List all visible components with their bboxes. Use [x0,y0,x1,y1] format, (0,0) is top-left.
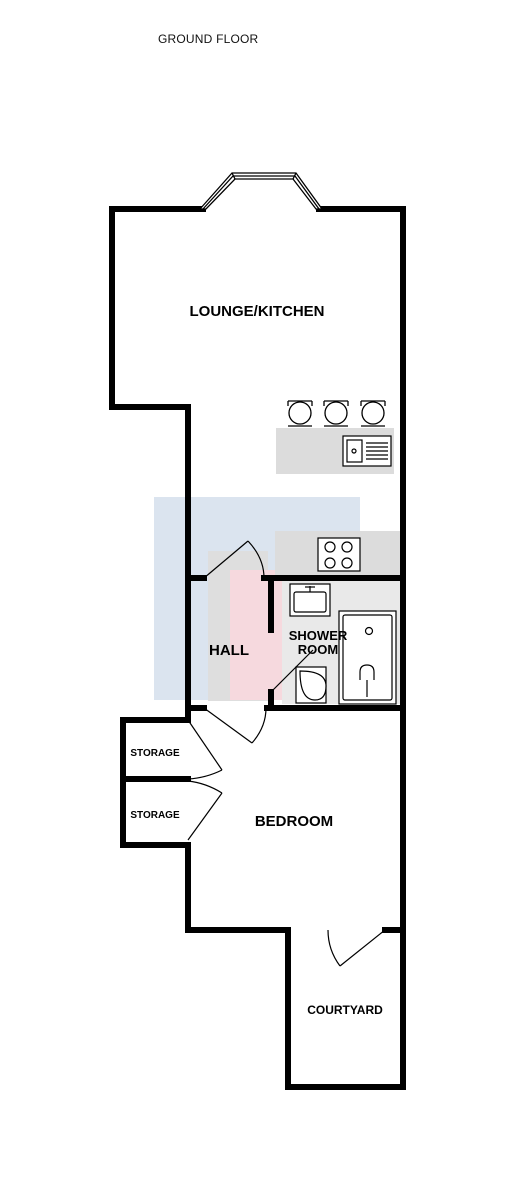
floor-title: GROUND FLOOR [158,32,259,46]
wall-storage [120,717,291,933]
doors [187,540,386,967]
door-hall-bedroom-swing [251,707,267,744]
label-shower-line1: SHOWER [289,628,348,643]
door-storage-lower-swing [187,780,223,794]
wall-lounge-left [109,206,206,581]
door-courtyard-swing [327,929,341,967]
label-lounge-kitchen: LOUNGE/KITCHEN [190,303,325,320]
label-storage-lower: STORAGE [130,810,180,821]
bay-window-inner [202,175,320,210]
bar-stool [323,400,349,427]
door-courtyard [339,929,386,967]
bar-stool [360,400,386,427]
label-storage-upper: STORAGE [130,748,180,759]
shower-tray-icon [338,610,397,705]
wall-courtyard [285,927,406,1090]
door-hall-lounge-swing [247,540,265,579]
bar-stools [287,400,386,427]
bar-stool [287,400,313,427]
bay-window-joint [292,172,297,180]
door-hall-bedroom [203,707,253,744]
door-hall-lounge [203,540,249,579]
label-hall: HALL [209,642,249,659]
label-courtyard: COURTYARD [307,1003,383,1017]
door-storage-upper-swing [187,769,223,780]
basin-icon [289,583,331,617]
bay-window-joint [231,172,236,180]
wall-lounge-right [316,206,406,1090]
hob-icon [317,537,361,572]
bay-window [198,172,324,210]
room-labels: LOUNGE/KITCHEN HALL SHOWER ROOM STORAGE … [130,303,383,1017]
door-storage-upper [187,719,223,771]
label-shower-line2: ROOM [298,642,338,657]
walls [109,206,406,1090]
kitchen-sink-icon [342,435,392,467]
shower-fixtures [289,583,397,705]
toilet-icon [295,666,327,704]
label-bedroom: BEDROOM [255,813,333,830]
door-storage-lower [187,792,223,841]
bay-window-outer [198,172,324,210]
door-shower [270,649,314,693]
